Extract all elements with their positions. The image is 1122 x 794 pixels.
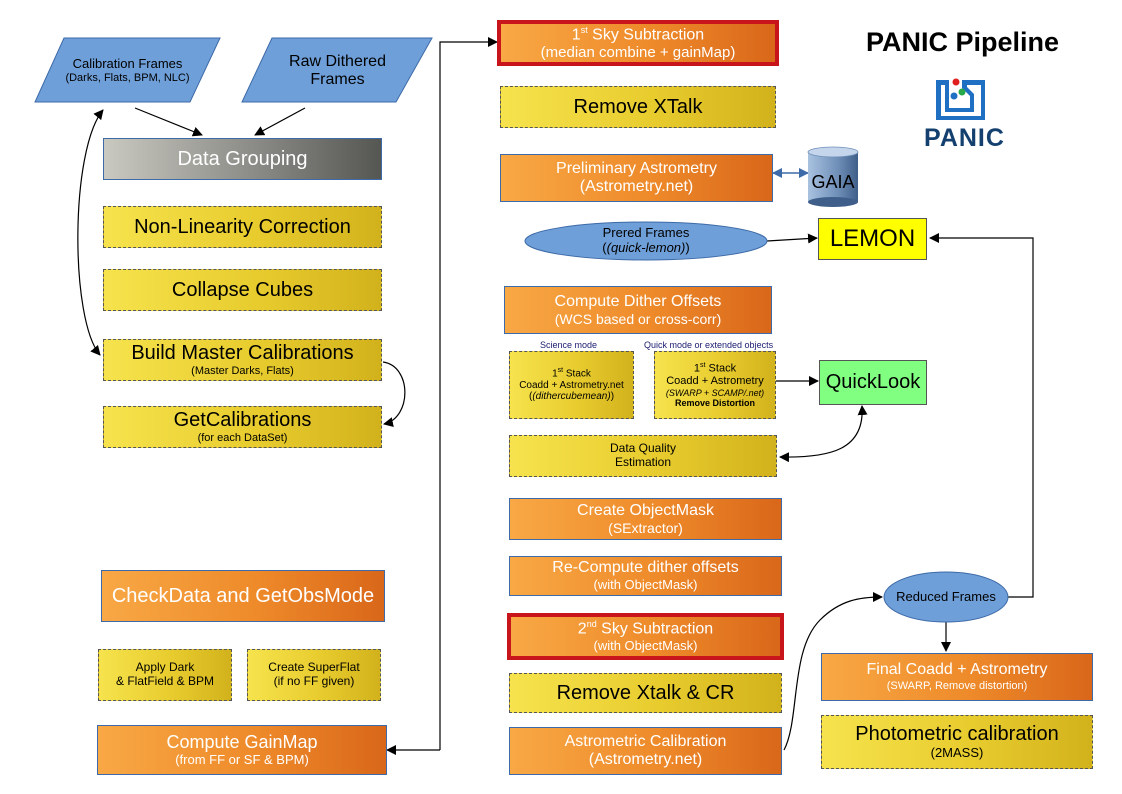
quicklook-box: QuickLook — [819, 360, 927, 405]
prered-frames-tool: (quick-lemon) — [606, 240, 686, 255]
reduced-frames-label: Reduced Frames — [896, 588, 996, 604]
calibration-frames-label: Calibration Frames (Darks, Flats, BPM, N… — [65, 56, 190, 85]
object-mask-box: Create ObjectMask (SExtractor) — [509, 498, 782, 540]
dither-offsets-box: Compute Dither Offsets (WCS based or cro… — [504, 286, 772, 334]
arrow-reduced-to-lemon — [929, 233, 1034, 598]
apply-dark-box: Apply Dark & FlatField & BPM — [98, 649, 232, 701]
create-superflat-box: Create SuperFlat (if no FF given) — [247, 649, 381, 701]
sky-subtraction-1-box: 1st Sky Subtraction (median combine + ga… — [497, 20, 779, 66]
data-quality-box: Data Quality Estimation — [509, 435, 777, 477]
stack-science-box: 1st Stack Coadd + Astrometry.net ((dithe… — [509, 351, 634, 419]
prered-frames-label: Prered Frames ((quick-lemon)) — [602, 225, 690, 255]
arrow-calib-to-grouping — [134, 107, 203, 137]
quick-mode-label: Quick mode or extended objects — [644, 340, 774, 350]
arrow-raw-to-grouping — [254, 107, 306, 136]
sky-subtraction-2-box: 2nd Sky Subtraction (with ObjectMask) — [507, 613, 784, 660]
stack-science-tool: (dithercubemean) — [532, 391, 611, 403]
panic-logo-icon — [936, 78, 985, 120]
raw-frames-shape — [241, 37, 433, 103]
final-coadd-box: Final Coadd + Astrometry (SWARP, Remove … — [821, 653, 1093, 701]
remove-xtalk-box: Remove XTalk — [500, 86, 776, 128]
stack-quick-box: 1st Stack Coadd + Astrometry (SWARP + SC… — [654, 351, 776, 419]
panic-logo-text: PANIC — [924, 124, 1005, 152]
arrow-astrocal-to-reduced — [783, 592, 883, 751]
gaia-label: GAIA — [811, 172, 855, 192]
get-calibrations-box: GetCalibrations (for each DataSet) — [103, 406, 382, 448]
arrow-prered-to-lemon — [766, 233, 818, 244]
remove-xtalk-cr-box: Remove Xtalk & CR — [509, 673, 782, 713]
page-title: PANIC Pipeline — [866, 27, 1060, 57]
raw-frames-label: Raw Dithered Frames — [289, 52, 386, 88]
astrometric-calibration-box: Astrometric Calibration (Astrometry.net) — [509, 727, 782, 775]
collapse-cubes-box: Collapse Cubes — [103, 269, 382, 311]
photometric-calibration-box: Photometric calibration (2MASS) — [821, 715, 1093, 769]
checkdata-box: CheckData and GetObsMode — [101, 570, 385, 622]
arrow-quicklook-dataquality — [779, 405, 868, 463]
compute-gainmap-box: Compute GainMap (from FF or SF & BPM) — [97, 725, 387, 775]
build-master-box: Build Master Calibrations (Master Darks,… — [103, 339, 382, 381]
arrow-calib-build-master — [77, 109, 104, 356]
arrow-build-to-getcal — [382, 361, 406, 427]
arrow-gainmap-to-sky1 — [439, 37, 498, 750]
reduced-frames-shape — [883, 571, 1009, 623]
prered-frames-shape — [524, 221, 768, 261]
data-grouping-box: Data Grouping — [103, 138, 382, 180]
calibration-frames-shape — [34, 37, 221, 103]
recompute-offsets-box: Re-Compute dither offsets (with ObjectMa… — [509, 556, 782, 596]
lemon-box: LEMON — [818, 218, 927, 260]
non-linearity-box: Non-Linearity Correction — [103, 206, 382, 248]
gaia-database-icon — [807, 146, 859, 207]
science-mode-label: Science mode — [540, 340, 598, 350]
preliminary-astrometry-box: Preliminary Astrometry (Astrometry.net) — [500, 154, 773, 202]
